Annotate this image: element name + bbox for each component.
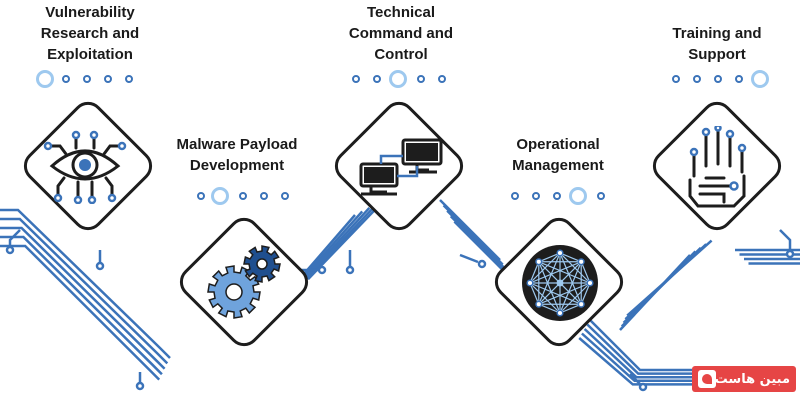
circuit-line <box>629 373 641 385</box>
progress-dots-operational <box>511 186 611 206</box>
dot <box>511 192 519 200</box>
logo-icon <box>698 370 716 388</box>
gear-hole <box>256 258 268 270</box>
mesh-node <box>535 258 543 266</box>
circuit-terminal <box>345 265 355 275</box>
dot <box>438 75 446 83</box>
mesh-link <box>538 261 591 284</box>
stage-title-malware: Malware Payload Development <box>176 136 298 174</box>
mesh-link <box>580 282 591 305</box>
progress-dots-malware <box>197 186 297 206</box>
mesh-node <box>526 279 534 287</box>
stage-title-command: Technical Command and Control <box>348 4 454 63</box>
dot-active <box>36 70 54 88</box>
dot <box>693 75 701 83</box>
dot-active <box>751 70 769 88</box>
circuit-terminal <box>638 382 648 392</box>
dot <box>553 192 561 200</box>
circuit-line <box>0 235 163 376</box>
dot <box>239 192 247 200</box>
dot <box>62 75 70 83</box>
circuit-line <box>0 217 169 365</box>
network-mesh-icon <box>522 245 598 321</box>
computers-network-icon <box>359 138 443 196</box>
circuit-line <box>298 206 371 286</box>
dot <box>125 75 133 83</box>
dot-active <box>389 70 407 88</box>
circuit-line <box>0 244 161 381</box>
mesh-node <box>556 309 564 317</box>
dot <box>104 75 112 83</box>
circuit-line <box>626 239 713 317</box>
mesh-link <box>559 303 582 314</box>
circuit-terminal <box>477 259 487 269</box>
progress-dots-command <box>352 69 452 89</box>
mesh-link <box>538 252 561 263</box>
circuit-terminal <box>135 381 145 391</box>
circuit-line <box>589 319 700 372</box>
dot-active <box>211 187 229 205</box>
stage-title-operational: Operational Management <box>512 136 604 174</box>
mesh-link <box>529 282 540 305</box>
mesh-center <box>556 279 564 287</box>
mesh-link <box>529 261 540 284</box>
mesh-node <box>586 279 594 287</box>
circuit-line <box>459 253 479 264</box>
stage-title-training: Training and Support <box>672 25 762 63</box>
circuit-hand-icon <box>688 126 747 208</box>
circuit-line <box>578 337 700 386</box>
circuit-line <box>0 208 171 359</box>
circuit-line <box>779 229 792 250</box>
mesh-link <box>559 252 582 263</box>
circuit-line <box>583 328 700 379</box>
dot <box>197 192 205 200</box>
dot <box>281 192 289 200</box>
circuit-line <box>586 323 700 375</box>
circuit-terminal <box>785 249 795 259</box>
circuit-line <box>8 229 21 246</box>
dot <box>417 75 425 83</box>
circuit-line <box>446 209 507 270</box>
mesh-node <box>577 258 585 266</box>
circuit-line <box>0 226 166 370</box>
dot <box>532 192 540 200</box>
stage-title-vulnerability: Vulnerability Research and Exploitation <box>40 4 140 63</box>
circuit-terminal <box>5 245 15 255</box>
mesh-link <box>538 303 561 314</box>
dot <box>735 75 743 83</box>
mesh-link <box>538 261 561 314</box>
dot <box>83 75 91 83</box>
mesh-node <box>577 300 585 308</box>
circuit-terminal <box>95 261 105 271</box>
progress-dots-training <box>672 69 772 89</box>
dot-active <box>569 187 587 205</box>
progress-dots-vulnerability <box>36 69 136 89</box>
mesh-link <box>580 261 591 284</box>
dot <box>597 192 605 200</box>
eye-circuit-icon <box>43 130 127 204</box>
dot <box>714 75 722 83</box>
mesh-node <box>535 300 543 308</box>
watermark-text: مبین هاست <box>714 371 790 387</box>
dot <box>260 192 268 200</box>
circuit-line <box>439 199 501 261</box>
circuit-line <box>442 204 504 266</box>
dot <box>373 75 381 83</box>
mesh-node <box>556 249 564 257</box>
circuit-line <box>449 215 509 275</box>
dot <box>352 75 360 83</box>
circuit-line <box>581 332 700 383</box>
watermark-badge: مبین هاست <box>692 366 796 392</box>
dot <box>672 75 680 83</box>
gear-hole <box>225 283 243 301</box>
gears-icon <box>207 245 281 319</box>
mesh-link <box>529 282 561 314</box>
circuit-terminal <box>317 265 327 275</box>
